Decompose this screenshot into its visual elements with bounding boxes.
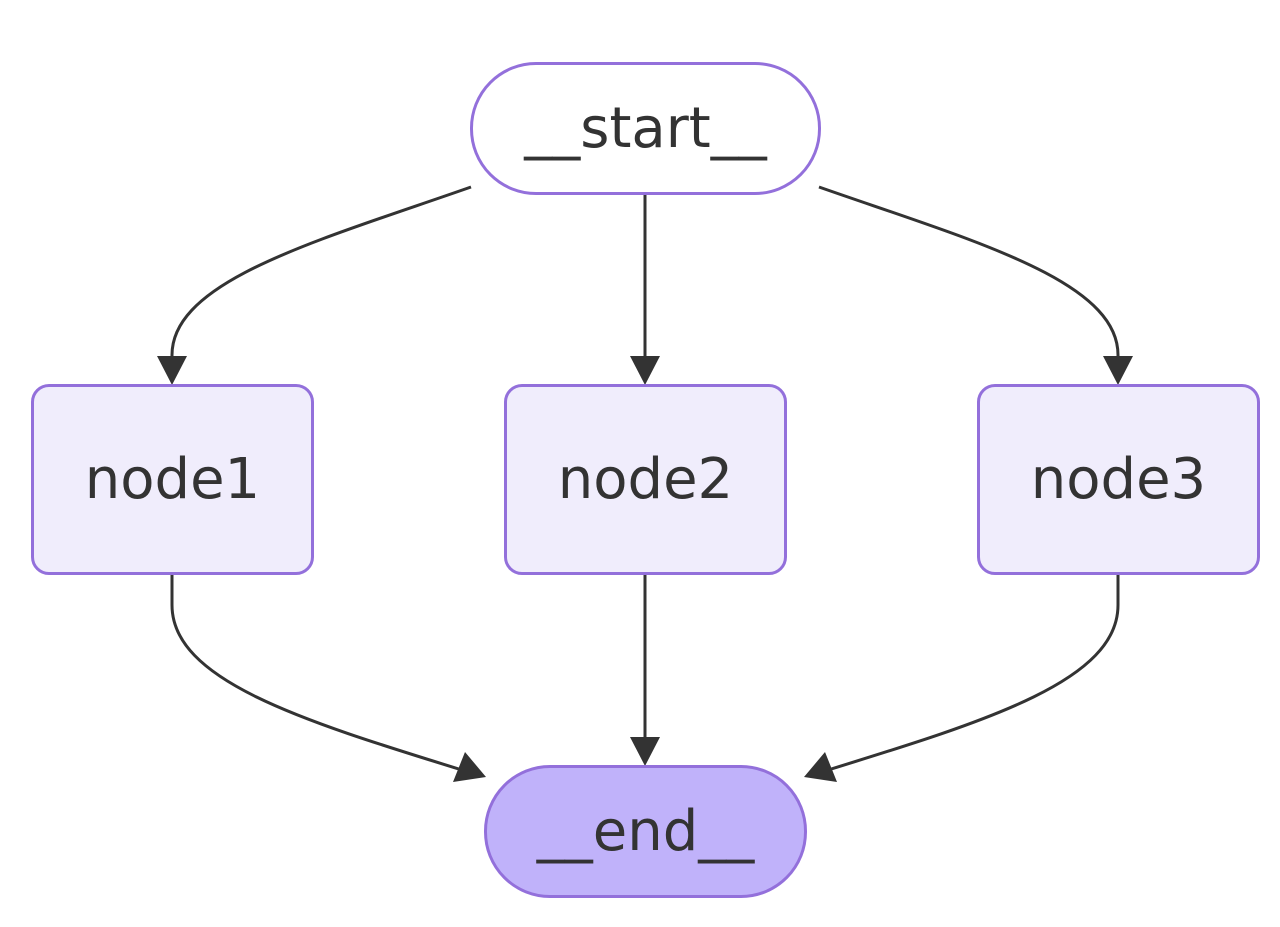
node-end-label: __end__ [536, 798, 755, 864]
node-node3[interactable]: node3 [977, 384, 1260, 575]
node-node1[interactable]: node1 [31, 384, 314, 575]
edge-node3-end [827, 575, 1120, 772]
edge-start-node1 [170, 185, 472, 362]
arrowhead-start-node3 [1103, 356, 1133, 385]
edge-start-node3 [818, 185, 1120, 362]
edge-node1-end [170, 575, 463, 772]
arrowhead-start-node1 [157, 356, 187, 385]
arrowhead-node3-end [804, 752, 837, 782]
node-node2[interactable]: node2 [504, 384, 787, 575]
arrowhead-start-node2 [630, 356, 660, 385]
node-start-label: __start__ [524, 95, 767, 161]
node-start[interactable]: __start__ [470, 62, 821, 195]
arrowhead-node2-end [630, 737, 660, 766]
node-end[interactable]: __end__ [484, 765, 807, 898]
node-node2-label: node2 [557, 446, 734, 512]
arrowhead-node1-end [453, 752, 486, 782]
node-node1-label: node1 [84, 446, 261, 512]
node-node3-label: node3 [1030, 446, 1207, 512]
